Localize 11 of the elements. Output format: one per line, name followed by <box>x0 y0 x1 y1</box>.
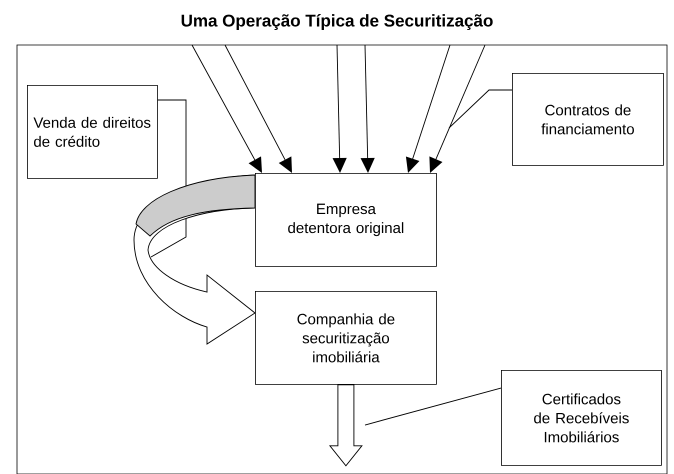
title: Uma Operação Típica de Securitização <box>182 14 493 30</box>
text-box: Contratos de financiamento <box>512 73 664 166</box>
curved-block-arrow <box>134 174 256 344</box>
leader-line <box>364 388 502 426</box>
arrow <box>192 44 262 173</box>
text-box: Venda de direitos de crédito <box>27 85 158 179</box>
text-box: Empresa detentora original <box>255 173 437 267</box>
block-arrow <box>328 384 363 467</box>
text-box: Certificados de Recebíveis Imobiliários <box>501 370 662 466</box>
text-box: Companhia de securitização imobiliária <box>255 291 437 385</box>
leader-line <box>448 90 512 128</box>
